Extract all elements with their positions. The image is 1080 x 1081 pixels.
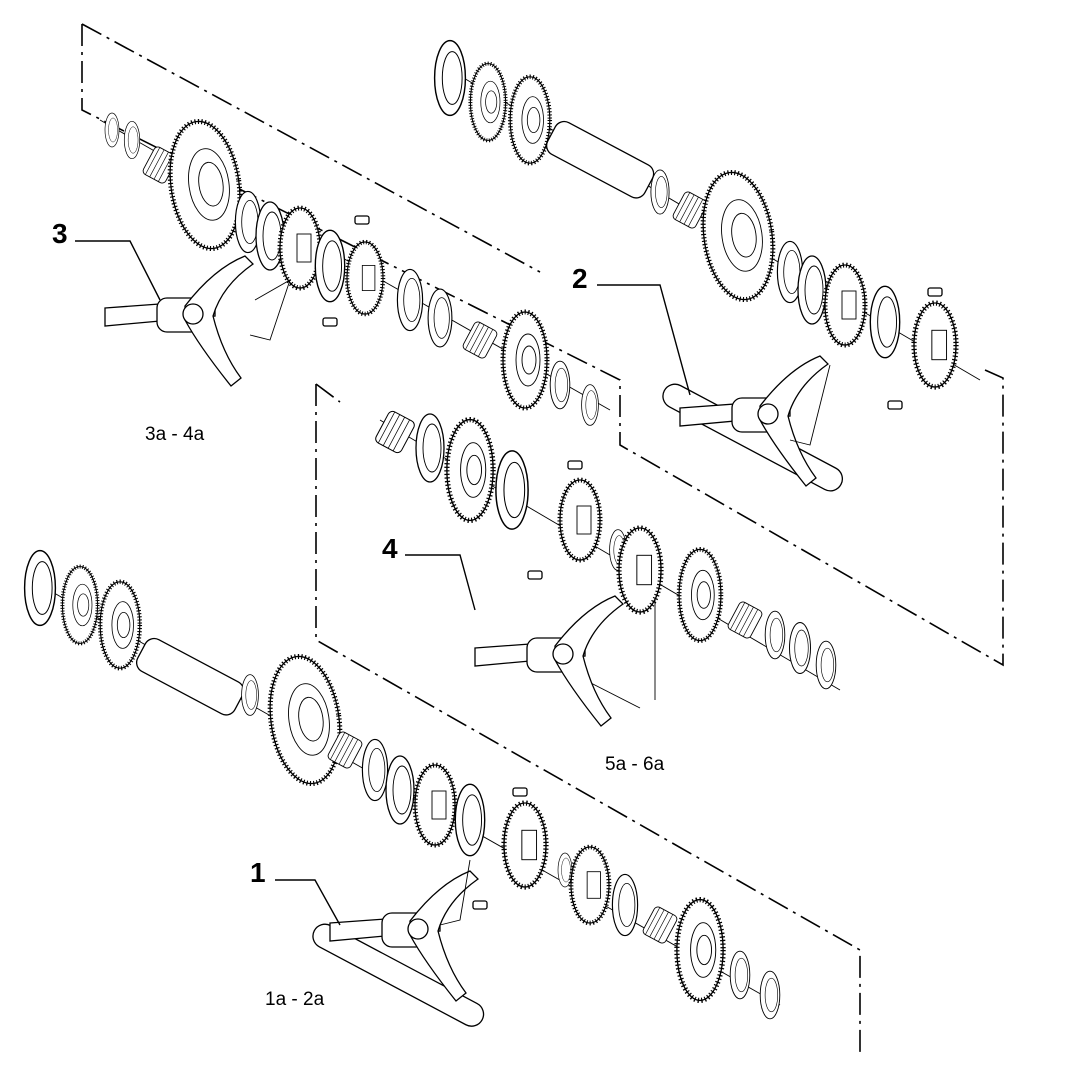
outline-group-5-6 bbox=[315, 384, 861, 1052]
shaft-5a-6a-assembly bbox=[373, 409, 841, 709]
outline-mid-edge bbox=[315, 383, 341, 403]
shift-fork-4 bbox=[474, 595, 624, 727]
shift-fork-2 bbox=[662, 355, 844, 492]
shift-fork-1 bbox=[312, 859, 485, 1027]
outline-group-3-4 bbox=[81, 24, 1004, 667]
outline-top-edge bbox=[81, 23, 541, 273]
shaft-1a-2a-assembly bbox=[23, 549, 781, 1020]
leader-line-4 bbox=[405, 554, 476, 611]
caption-3a-4a: 3a - 4a bbox=[145, 424, 205, 445]
shift-fork-3 bbox=[104, 255, 291, 387]
leader-line-1 bbox=[275, 879, 341, 926]
callout-2: 2 bbox=[572, 263, 588, 294]
caption-1a-2a: 1a - 2a bbox=[265, 989, 325, 1010]
callout-1: 1 bbox=[250, 857, 266, 888]
callout-3: 3 bbox=[52, 218, 68, 249]
callout-4: 4 bbox=[382, 533, 398, 564]
shaft-3a-4a-assembly bbox=[99, 112, 611, 426]
shaft-group-2-assembly bbox=[433, 39, 981, 410]
leader-line-2 bbox=[597, 284, 691, 396]
caption-5a-6a: 5a - 6a bbox=[605, 754, 665, 775]
leader-line-3 bbox=[75, 240, 161, 301]
